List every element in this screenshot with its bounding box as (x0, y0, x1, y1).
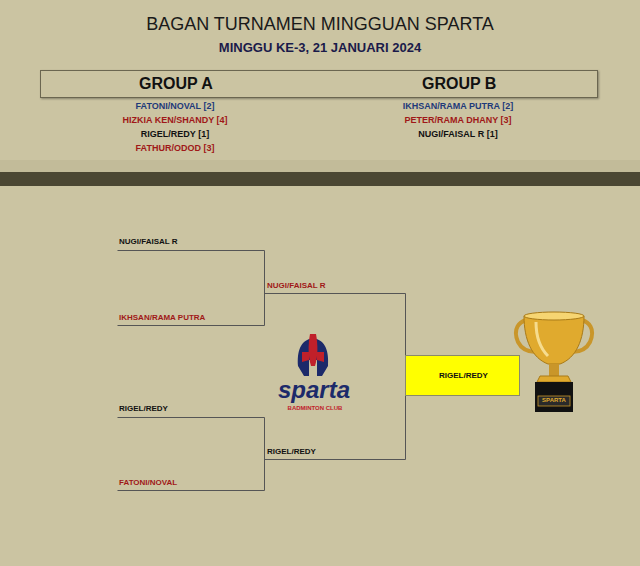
logo-subtitle: BADMINTON CLUB (288, 405, 343, 412)
bracket-slot: NUGI/FAISAL R (267, 281, 326, 290)
box-text: RIGEL/REDY (439, 371, 488, 380)
bracket-slot: IKHSAN/RAMA PUTRA (119, 313, 205, 322)
box-text: GROUP A (139, 75, 213, 93)
team-entry: FATHUR/ODOD [3] (136, 143, 215, 153)
group-header-box: GROUP A GROUP B (40, 70, 598, 98)
team-entry: PETER/RAMA DHANY [3] (404, 115, 511, 125)
team-entry: RIGEL/REDY [1] (141, 129, 209, 139)
trophy (516, 312, 592, 412)
box-text: GROUP B (422, 75, 496, 93)
trophy-plate: SPARTA (542, 397, 566, 404)
champion-box: RIGEL/REDY (405, 355, 520, 396)
subtitle: MINGGU KE-3, 21 JANUARI 2024 (219, 41, 421, 56)
sparta-helmet (298, 334, 328, 376)
bracket-slot: NUGI/FAISAL R (119, 237, 178, 246)
team-entry: FATONI/NOVAL [2] (136, 101, 215, 111)
divider-band (0, 172, 640, 186)
bracket-slot: RIGEL/REDY (267, 447, 316, 456)
bracket-slot: RIGEL/REDY (119, 404, 168, 413)
team-entry: HIZKIA KEN/SHANDY [4] (122, 115, 227, 125)
team-entry: NUGI/FAISAL R [1] (418, 129, 497, 139)
logo-wordmark: sparta (278, 376, 350, 404)
bracket-lines (118, 251, 406, 491)
team-entry: IKHSAN/RAMA PUTRA [2] (403, 101, 513, 111)
page-title: BAGAN TURNAMEN MINGGUAN SPARTA (146, 14, 494, 35)
band-shade (0, 160, 640, 172)
bracket-slot: FATONI/NOVAL (119, 478, 177, 487)
